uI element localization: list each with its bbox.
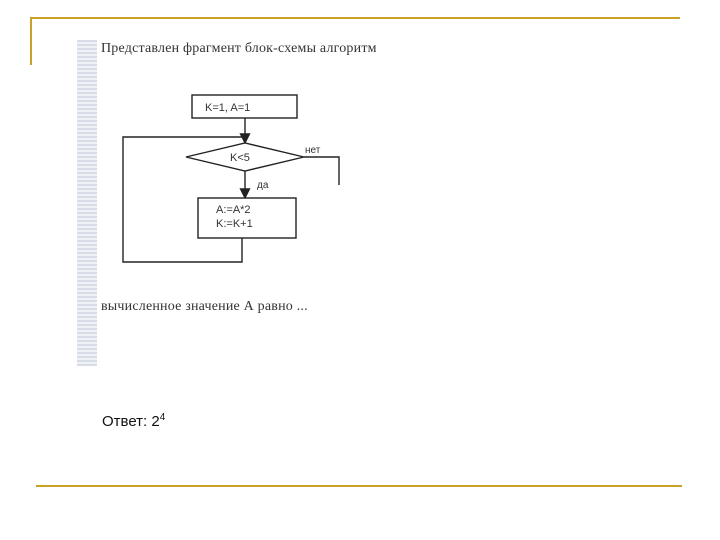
init-block-label: K=1, A=1 [205,102,250,114]
bottom-divider-line [36,485,682,487]
left-divider-line [30,17,32,65]
top-divider-line [30,17,680,19]
answer-text: Ответ: 24 [102,412,165,430]
loop-body-line-2: K:=K+1 [216,218,253,230]
yes-label: да [257,180,269,191]
flowchart-diagram: K=1, A=1 K<5 нет да A:=A*2 K:=K+1 [122,94,340,263]
no-label: нет [305,145,321,156]
answer-exponent: 4 [159,412,166,423]
no-branch-line [304,156,340,185]
loop-back-line [122,136,245,263]
problem-title: Представлен фрагмент блок-схемы алгоритм [101,41,377,56]
problem-question: вычисленное значение А равно ... [101,299,308,314]
loop-body-block [197,197,297,239]
answer-label: Ответ: 2 [102,413,160,430]
figure-left-border [77,40,97,366]
condition-label: K<5 [230,152,250,164]
loop-body-line-1: A:=A*2 [216,204,251,216]
